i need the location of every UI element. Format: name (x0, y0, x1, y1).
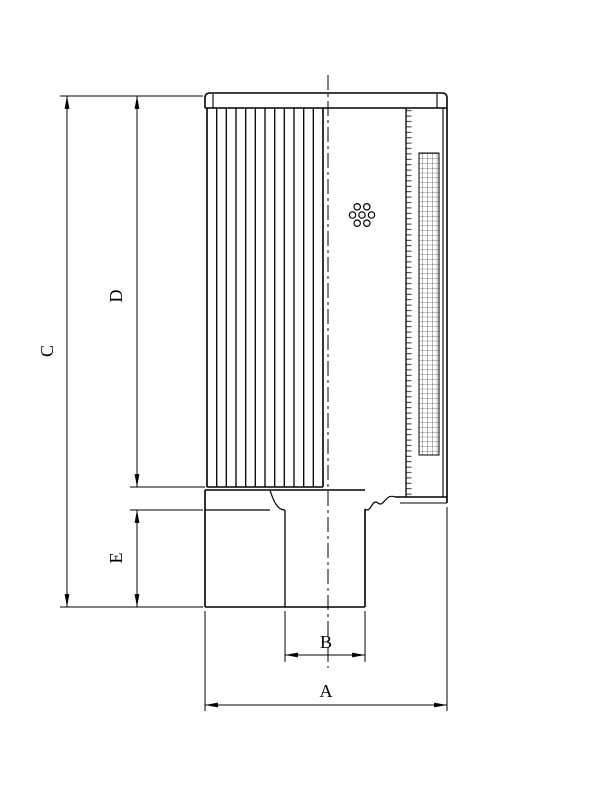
extension-lines (60, 95, 448, 711)
bottom-end-cap (205, 489, 365, 511)
outer-shell (364, 108, 448, 511)
breather-holes (348, 203, 376, 228)
filter-element-pleats (206, 108, 324, 488)
dimension-B: B (284, 632, 366, 658)
dim-label-D: D (106, 290, 126, 303)
dimension-E: E (106, 509, 140, 608)
top-end-cap (204, 92, 448, 109)
dimension-D: D (106, 95, 140, 488)
dimension-A: A (204, 681, 448, 708)
dim-label-C: C (37, 345, 57, 357)
shell-bottom-squiggle (364, 495, 396, 511)
perforated-tube-ticks (406, 108, 413, 497)
bottom-port-body (204, 490, 366, 608)
dim-label-B: B (320, 632, 332, 652)
mesh-screen (418, 152, 440, 456)
dim-label-A: A (320, 681, 333, 701)
dim-label-E: E (106, 553, 126, 564)
dimension-C: C (37, 95, 70, 608)
